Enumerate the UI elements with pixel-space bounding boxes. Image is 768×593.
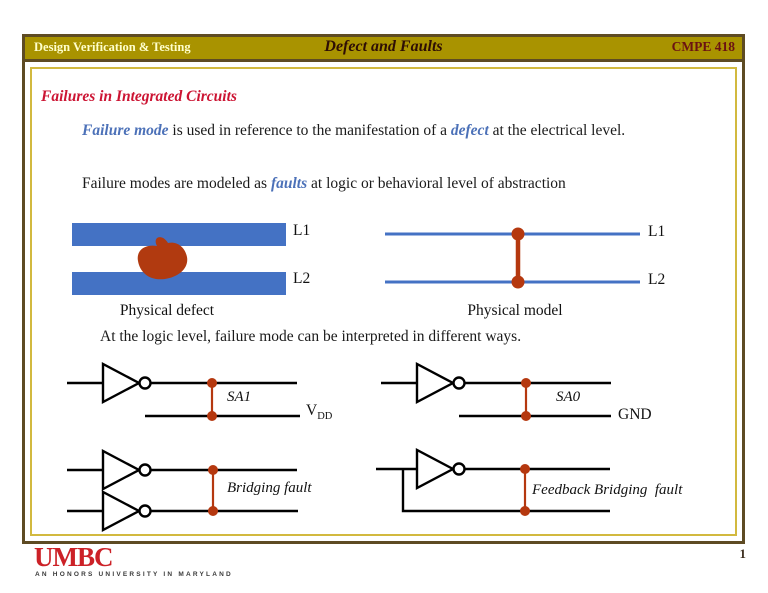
vdd-label: VDD (306, 402, 332, 422)
defect-l2-label: L2 (293, 270, 311, 287)
inverter2-triangle (101, 490, 142, 532)
inverter-triangle (415, 362, 456, 404)
inverter2-bubble (138, 504, 152, 518)
model-caption: Physical model (467, 302, 563, 319)
inverter1-triangle (101, 449, 142, 491)
paragraph-failure-modes: Failure modes are modeled as faults at l… (82, 175, 566, 193)
short-dot-top (511, 227, 525, 241)
vdd-sub: DD (317, 411, 333, 423)
feedback-bridging-fault-label: Feedback Bridging fault (532, 482, 683, 498)
bridging-fault-diagram (67, 449, 298, 532)
sa1-dot-top (207, 378, 217, 388)
sa0-dot-top (521, 378, 531, 388)
sa0-dot-bottom (521, 411, 531, 421)
sa0-gate-diagram (381, 362, 611, 421)
feedback-wire (401, 469, 610, 513)
paragraph1-tail: at the electrical level. (488, 122, 626, 139)
header-course-name: Design Verification & Testing (34, 40, 191, 54)
feedback-bridge-dot-bottom (520, 506, 530, 516)
inverter1-bubble (138, 463, 152, 477)
header-slide-topic: Defect and Faults (324, 38, 443, 55)
inverter-bubble (138, 376, 152, 390)
model-l2-label: L2 (648, 271, 666, 288)
term-failure-mode: Failure mode (82, 122, 169, 139)
layer1-bar (72, 223, 286, 246)
slide-header: Design Verification & Testing Defect and… (25, 37, 742, 62)
term-defect: defect (450, 122, 489, 139)
umbc-tagline: AN HONORS UNIVERSITY IN MARYLAND (35, 571, 233, 578)
sa1-label: SA1 (227, 389, 252, 405)
model-l1-label: L1 (648, 223, 666, 240)
slide-title: Failures in Integrated Circuits (41, 88, 237, 105)
inverter-bubble (452, 376, 466, 390)
paragraph2-post: at logic or behavioral level of abstract… (307, 175, 566, 192)
defect-l1-label: L1 (293, 222, 311, 239)
header-course-code: CMPE 418 (671, 39, 735, 54)
sa1-gate-diagram (67, 362, 300, 421)
umbc-logo: UMBC (34, 542, 113, 572)
defect-caption: Physical defect (119, 302, 215, 319)
inverter-triangle (101, 362, 142, 404)
paragraph1-mid: is used in reference to the manifestatio… (168, 122, 451, 139)
paragraph-failure-mode: Failure mode is used in reference to the… (82, 122, 625, 140)
layer2-bar (72, 272, 286, 295)
slide-content: Failures in Integrated Circuits Failure … (25, 62, 742, 541)
inverter-bubble (452, 462, 466, 476)
inner-gold-frame (30, 67, 737, 536)
feedback-bridge-dot-top (520, 464, 530, 474)
logic-level-text: At the logic level, failure mode can be … (100, 328, 522, 345)
physical-defect-diagram (72, 223, 286, 295)
slide: Design Verification & Testing Defect and… (22, 34, 745, 544)
bridge-dot-bottom (208, 506, 218, 516)
sa1-dot-bottom (207, 411, 217, 421)
term-faults: faults (270, 175, 308, 192)
page-number: 1 (739, 546, 747, 561)
inverter-triangle (415, 448, 456, 490)
gnd-label: GND (618, 406, 652, 423)
vdd-v: V (306, 402, 318, 419)
defect-blob (137, 237, 188, 280)
bridging-fault-label: Bridging fault (227, 480, 312, 496)
sa0-label: SA0 (556, 389, 581, 405)
paragraph2-pre: Failure modes are modeled as (82, 175, 271, 192)
short-dot-bottom (511, 275, 525, 289)
bridge-dot-top (208, 465, 218, 475)
feedback-bridging-fault-diagram (376, 448, 610, 516)
physical-model-diagram (385, 227, 640, 289)
